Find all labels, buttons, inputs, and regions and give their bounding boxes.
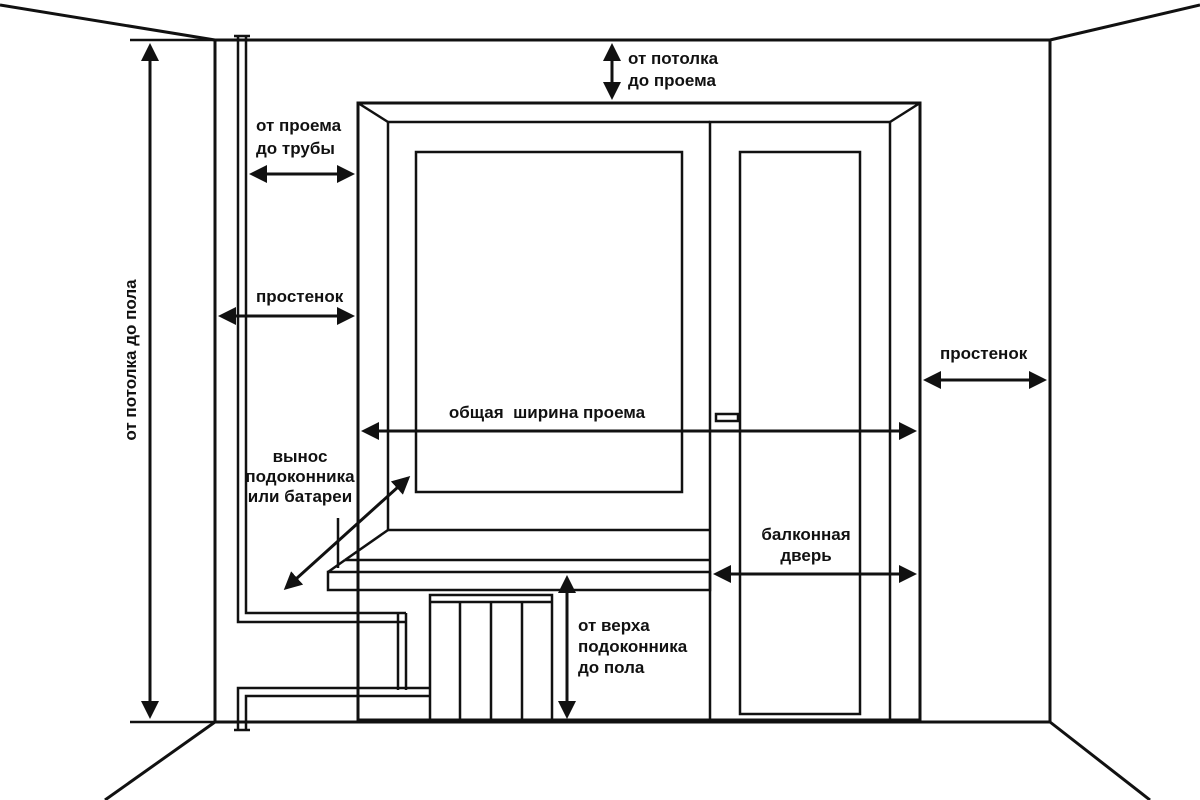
radiator [428,593,554,722]
balcony-door-label-2: дверь [780,546,831,565]
ceiling-to-opening-label-1: от потолка [628,49,719,68]
ceiling-to-opening-label-2: до проема [628,71,717,90]
sill-overhang-label-2: подоконника [245,467,355,486]
window-frame [388,150,740,532]
total-width-label: общая ширина проема [449,403,646,422]
sill-top-to-floor-label-1: от верха [578,616,650,635]
pier-left-label: простенок [256,287,344,306]
window-opening [356,101,922,722]
riser-pipe [234,34,430,732]
opening-to-pipe-label-1: от проема [256,116,342,135]
dimension-arrows [130,38,1047,724]
balcony-door-label-1: балконная [761,525,850,544]
opening-to-pipe-label-2: до трубы [256,139,335,158]
sill-overhang-label-1: вынос [273,447,328,466]
room-outline [0,3,1200,800]
sill-overhang-arrow [283,475,411,591]
ceiling-to-floor-label: от потолка до пола [121,279,140,441]
sill-overhang-label-3: или батареи [248,487,352,506]
pier-right-label: простенок [940,344,1028,363]
sill-top-to-floor-label-3: до пола [578,658,645,677]
sill-top-to-floor-label-2: подоконника [578,637,688,656]
